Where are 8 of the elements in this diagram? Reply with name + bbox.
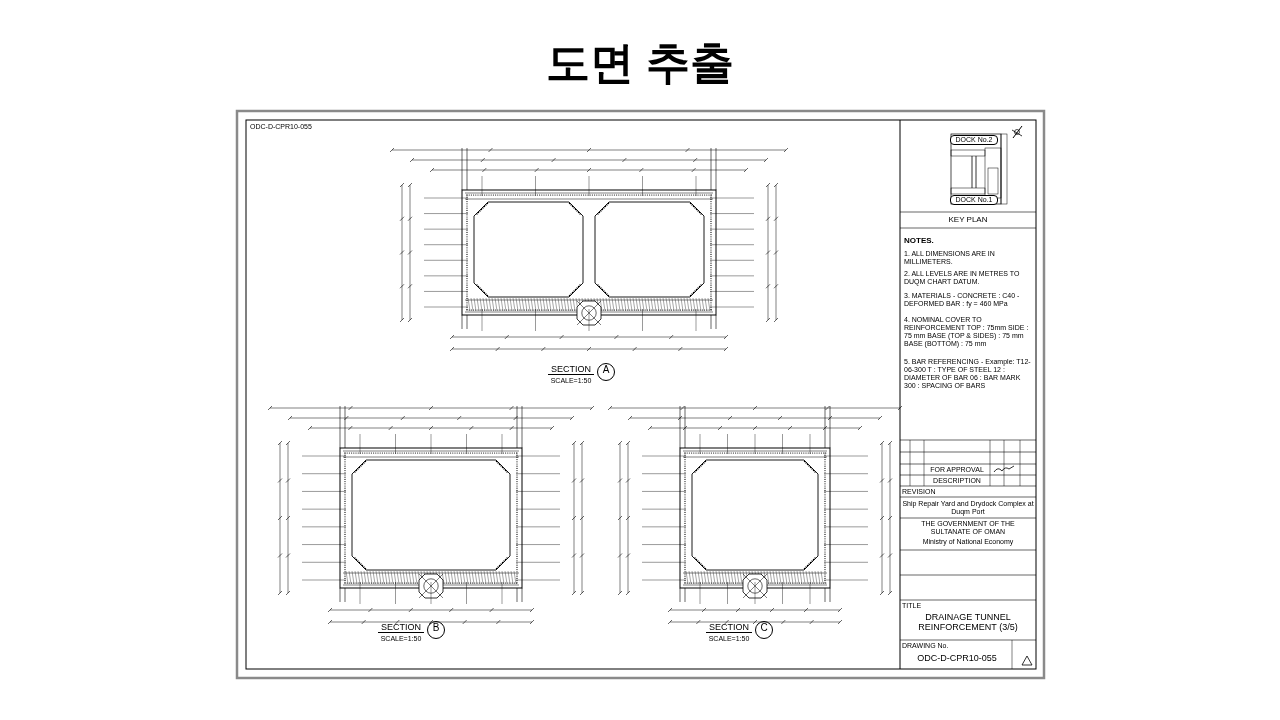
- notes-heading: NOTES.: [904, 236, 935, 246]
- section-heading: SECTION: [548, 364, 594, 376]
- section-heading: SECTION: [706, 622, 752, 634]
- drawing-title: DRAINAGE TUNNEL REINFORCEMENT (3/5): [917, 612, 1019, 633]
- key-plan-heading: KEY PLAN: [947, 215, 989, 225]
- section-heading: SECTION: [378, 622, 424, 634]
- drawing-number: ODC-D-CPR10-055: [916, 653, 998, 664]
- slide-title: 도면 추출: [544, 38, 736, 89]
